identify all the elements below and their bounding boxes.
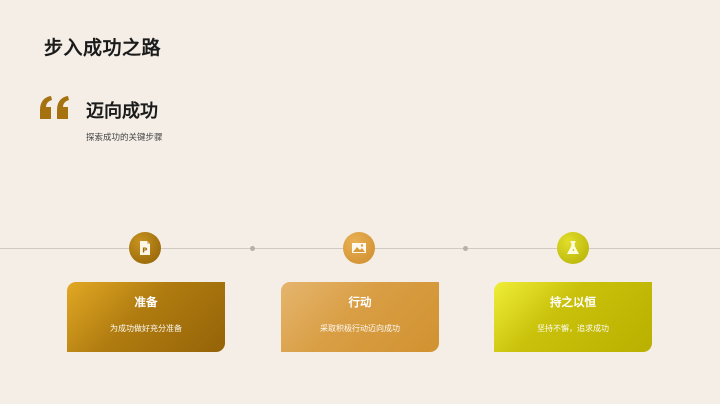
section-title: 迈向成功 bbox=[86, 101, 158, 122]
step-3-title: 持之以恒 bbox=[550, 295, 596, 309]
step-1-node: P bbox=[129, 232, 161, 264]
flask-icon bbox=[567, 241, 579, 254]
step-1-desc: 为成功做好充分准备 bbox=[110, 324, 182, 333]
step-2-node bbox=[343, 232, 375, 264]
image-icon bbox=[352, 243, 366, 253]
timeline-dot bbox=[463, 246, 468, 251]
section-subtitle: 探索成功的关键步骤 bbox=[86, 133, 163, 143]
step-card-action[interactable]: 行动 采取积极行动迈向成功 bbox=[281, 282, 439, 352]
step-3-desc: 坚持不懈，追求成功 bbox=[537, 324, 609, 333]
page-title: 步入成功之路 bbox=[44, 37, 162, 59]
left-double-quote-icon bbox=[40, 96, 69, 119]
step-card-persistence[interactable]: 持之以恒 坚持不懈，追求成功 bbox=[494, 282, 652, 352]
step-card-preparation[interactable]: 准备 为成功做好充分准备 bbox=[67, 282, 225, 352]
powerpoint-file-icon: P bbox=[140, 241, 150, 255]
svg-text:P: P bbox=[142, 247, 147, 255]
step-2-desc: 采取积极行动迈向成功 bbox=[320, 324, 400, 333]
step-2-title: 行动 bbox=[348, 295, 372, 309]
step-1-title: 准备 bbox=[134, 295, 158, 309]
step-3-node bbox=[557, 232, 589, 264]
timeline-dot bbox=[250, 246, 255, 251]
